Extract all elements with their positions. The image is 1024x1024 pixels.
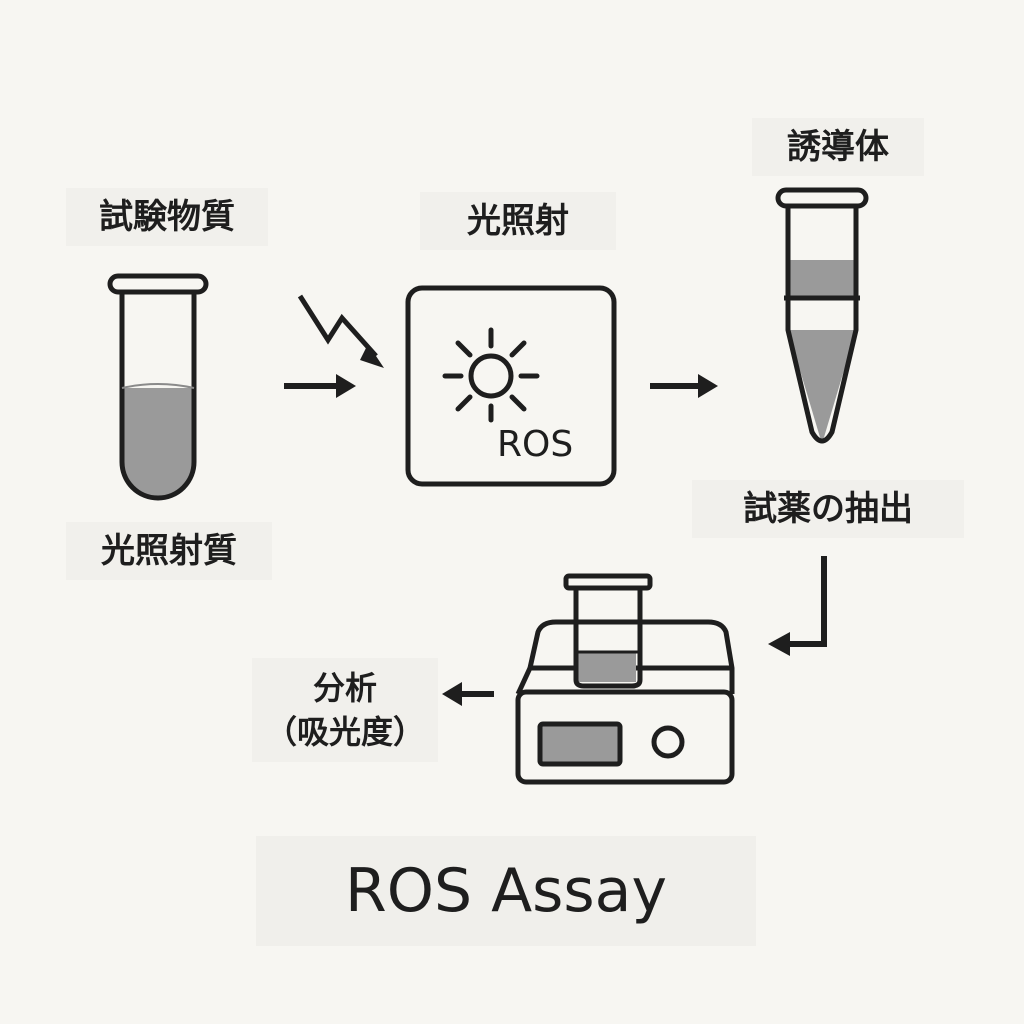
reagent-extraction-label: 試薬の抽出 — [692, 480, 964, 538]
diagram-title: ROS Assay — [256, 836, 756, 946]
analysis-label: 分析 （吸光度） — [252, 658, 438, 762]
test-substance-label: 試験物質 — [66, 188, 268, 246]
sun-icon — [442, 327, 540, 423]
irradiation-box: ROS — [405, 285, 617, 487]
ros-label: ROS — [497, 424, 573, 465]
spectrophotometer-icon — [515, 573, 735, 785]
photoirradiation-label: 光照射 — [420, 192, 616, 250]
photoirradiation-substance-label: 光照射質 — [66, 522, 272, 580]
inducer-label: 誘導体 — [752, 118, 924, 176]
arrow-right-icon — [284, 374, 356, 398]
arrow-left-icon — [442, 682, 494, 706]
analysis-label-line2: （吸光度） — [264, 713, 425, 751]
centrifuge-tube-icon — [775, 187, 869, 444]
arrow-right-icon — [650, 374, 718, 398]
analysis-label-line1: 分析 — [312, 669, 377, 707]
arrow-elbow-icon — [768, 556, 827, 656]
light-ray-icon — [297, 294, 384, 368]
test-tube-icon — [107, 273, 209, 501]
